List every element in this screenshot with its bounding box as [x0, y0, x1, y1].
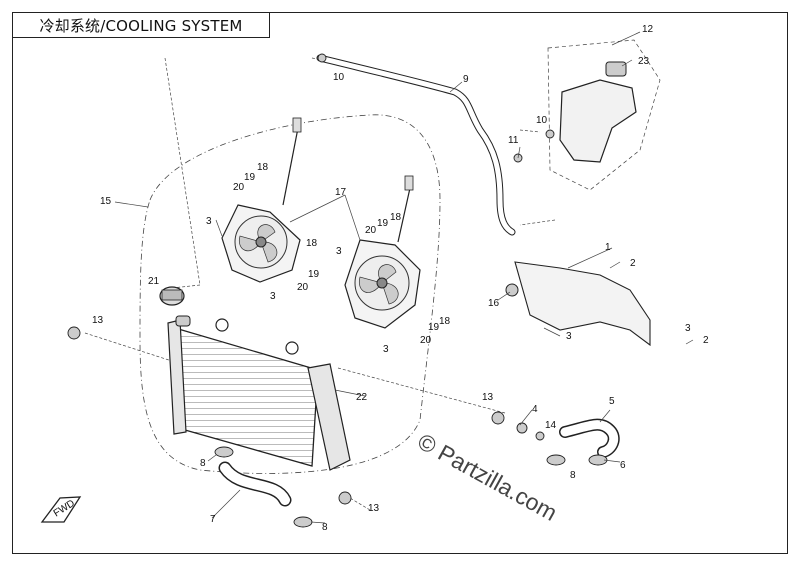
callout-13: 13 [92, 315, 104, 326]
fan-assembly-left [221, 117, 302, 283]
page-title: 冷却系统/COOLING SYSTEM [39, 16, 243, 35]
callout-20: 20 [365, 225, 377, 236]
callout-13: 13 [368, 503, 380, 514]
assembly-boundary [139, 114, 441, 474]
callout-4: 4 [532, 404, 538, 415]
callout-16: 16 [488, 298, 500, 309]
callout-18: 18 [439, 316, 451, 327]
callout-1: 1 [605, 242, 611, 253]
callout-12: 12 [642, 24, 654, 35]
lower-hoses [218, 418, 620, 507]
callout-7: 7 [210, 514, 216, 525]
callout-19: 19 [244, 172, 256, 183]
leader-lines [84, 57, 556, 511]
callout-6: 6 [620, 460, 626, 471]
callout-3: 3 [336, 246, 342, 257]
callout-2: 2 [630, 258, 636, 269]
callout-9: 9 [463, 74, 469, 85]
callout-19: 19 [377, 218, 389, 229]
callout-22: 22 [356, 392, 368, 403]
callout-2: 2 [703, 335, 709, 346]
callout-18: 18 [390, 212, 402, 223]
callout-3: 3 [270, 291, 276, 302]
callout-leaders [114, 31, 694, 524]
callout-18: 18 [306, 238, 318, 249]
callouts: 12 23 10 9 10 11 15 18 19 20 17 3 18 19 … [92, 24, 709, 533]
mounting-bracket [505, 261, 651, 347]
callout-19: 19 [428, 322, 440, 333]
diagram-frame [12, 12, 788, 554]
callout-20: 20 [233, 182, 245, 193]
callout-18: 18 [257, 162, 269, 173]
callout-17: 17 [335, 187, 347, 198]
callout-13: 13 [482, 392, 494, 403]
callout-8: 8 [200, 458, 206, 469]
callout-8: 8 [570, 470, 576, 481]
callout-14: 14 [545, 420, 557, 431]
callout-23: 23 [638, 56, 650, 67]
callout-15: 15 [100, 196, 112, 207]
callout-20: 20 [297, 282, 309, 293]
callout-20: 20 [420, 335, 432, 346]
fan-assembly-right [344, 175, 421, 329]
callout-19: 19 [308, 269, 320, 280]
callout-10: 10 [333, 72, 345, 83]
callout-3: 3 [206, 216, 212, 227]
fwd-badge: FWD [40, 496, 82, 523]
small-fittings [67, 53, 608, 528]
callout-3: 3 [566, 331, 572, 342]
callout-8: 8 [322, 522, 328, 533]
callout-5: 5 [609, 396, 615, 407]
radiator-cap [159, 286, 185, 306]
coolant-reservoir [547, 39, 661, 191]
callout-3: 3 [685, 323, 691, 334]
callout-11: 11 [508, 135, 519, 146]
callout-10: 10 [536, 115, 548, 126]
radiator [167, 315, 351, 471]
callout-3: 3 [383, 344, 389, 355]
callout-21: 21 [148, 276, 160, 287]
title-box: 冷却系统/COOLING SYSTEM [12, 12, 270, 38]
